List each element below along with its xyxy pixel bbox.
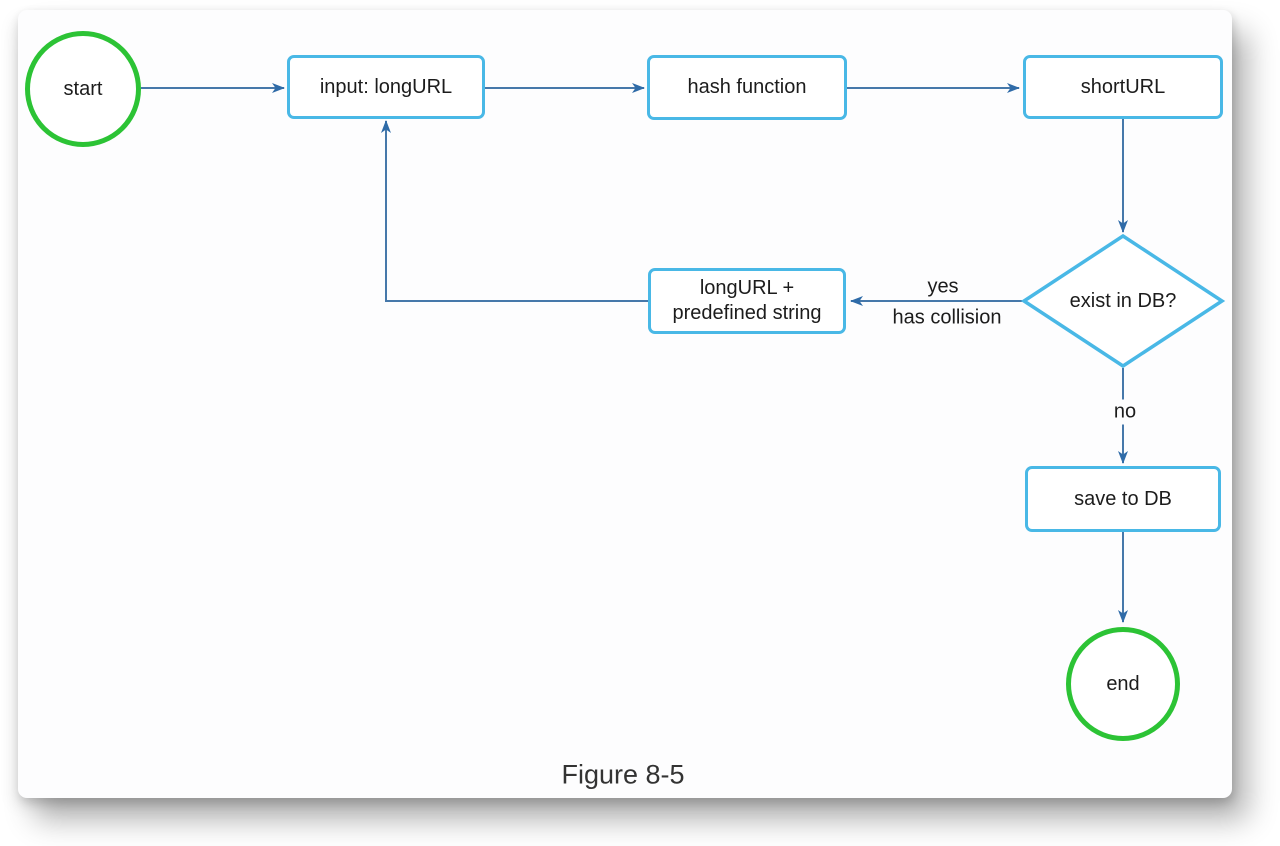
node-input-longurl-label: input: longURL (319, 75, 453, 98)
node-shorturl-label: shortURL (1080, 75, 1166, 98)
figure-card: start input: longURL hash function short… (18, 10, 1232, 798)
edge-label-yes: yes (927, 275, 959, 298)
node-start: start (25, 31, 141, 147)
node-save-to-db-label: save to DB (1074, 487, 1172, 510)
edge-label-has-collision: has collision (892, 306, 1002, 329)
node-input-longurl: input: longURL (287, 55, 485, 119)
figure-caption: Figure 8-5 (561, 759, 685, 790)
node-exist-in-db: exist in DB? (1024, 236, 1222, 366)
decision-diamond-shape (1020, 233, 1226, 369)
node-hash-function-label: hash function (687, 76, 807, 98)
node-longurl-predefined-string-label: longURL + predefined string (672, 277, 822, 324)
node-hash-function: hash function (647, 55, 847, 120)
node-save-to-db: save to DB (1025, 466, 1221, 532)
node-longurl-predefined-string: longURL + predefined string (648, 268, 846, 334)
node-shorturl: shortURL (1023, 55, 1223, 119)
edge-collision-loop-to-input (381, 120, 648, 302)
node-start-label: start (63, 77, 103, 100)
node-end-label: end (1106, 672, 1140, 695)
edge-label-no: no (1106, 399, 1144, 425)
node-end: end (1066, 627, 1180, 741)
flowchart-edges (141, 83, 1226, 623)
node-exist-in-db-label: exist in DB? (1069, 289, 1177, 312)
